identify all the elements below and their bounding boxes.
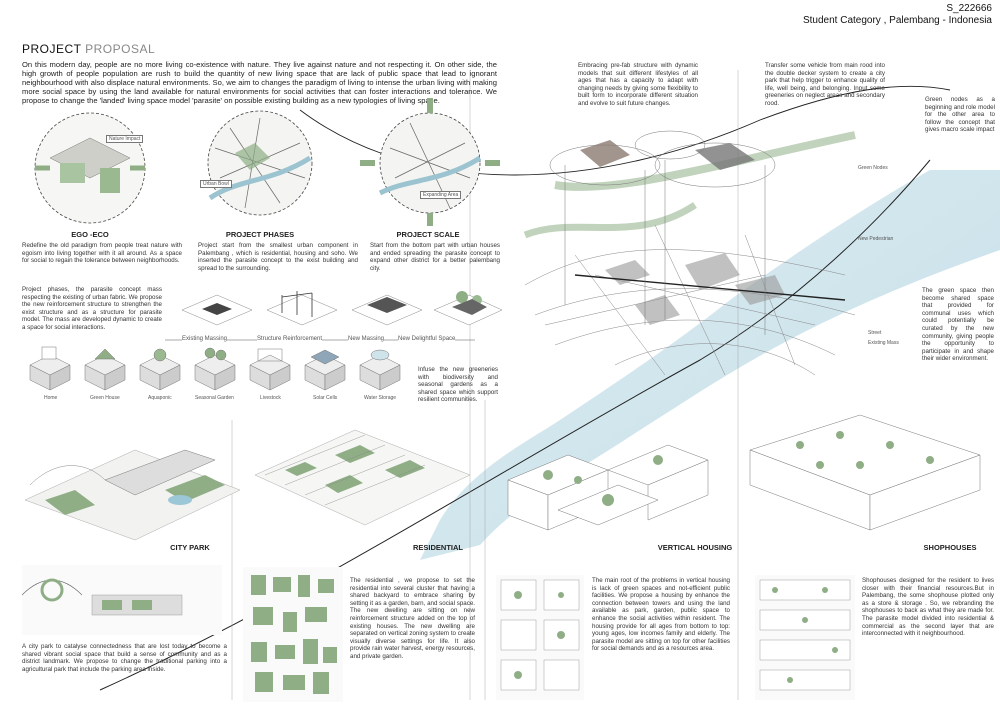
concept-text-phases: Project start from the smallest urban co… [198, 242, 358, 272]
plan-residential [243, 567, 343, 702]
module-aquaponic: Aquaponic [148, 395, 172, 401]
concept-title-scale: PROJECT SCALE [396, 230, 460, 239]
text-vertical-housing: The main root of the problems in vertica… [592, 577, 730, 653]
map-label-new-pedestrian: New Pedestrian [858, 236, 894, 242]
phase-new-mass [351, 294, 423, 326]
header-category: Student Category , Palembang - Indonesia [802, 15, 992, 26]
phase-label-new-massing: New Massing [348, 336, 385, 342]
phase-label-delightful: New Delightful Space [398, 336, 456, 342]
title-light: PROPOSAL [81, 42, 156, 56]
title-bold: PROJECT [22, 42, 82, 56]
concept-title-phases: PROJECT PHASES [225, 230, 295, 239]
iso-city-park [24, 449, 241, 541]
header-id: S_222666 [946, 3, 992, 14]
phase-label-existing: Existing Massing [182, 336, 228, 342]
concept-text-scale: Start from the bottom part with urban ho… [370, 242, 500, 272]
map-label-green-nodes: Green Nodes [858, 165, 888, 171]
title-vertical-housing: VERTICAL HOUSING [657, 543, 733, 552]
green-space-text: The green space then become shared space… [922, 287, 994, 363]
modules-text: Infuse the new greeneries with biodivers… [418, 366, 498, 404]
concept-circles [34, 98, 500, 226]
phases-diagrams [181, 291, 503, 326]
concept-title-ego: EGO -ECO [71, 230, 109, 239]
map-label-existing-mass: Existing Mass [868, 340, 899, 346]
module-home: Home [44, 395, 58, 401]
plan-shophouses [755, 575, 855, 700]
phase-delight [433, 291, 503, 326]
title-city-park: CITY PARK [170, 543, 210, 552]
phase-structure [266, 291, 338, 326]
title-residential: RESIDENTIAL [412, 543, 463, 552]
note-green-nodes: Green nodes as a beginning and role mode… [925, 96, 995, 134]
page-title: PROJECT PROPOSAL [22, 42, 155, 56]
phases-text: Project phases, the parasite concept mas… [22, 286, 162, 331]
concept-text-ego: Redefine the old paradigm from people tr… [22, 242, 182, 265]
urban-map [523, 130, 856, 376]
module-cubes [29, 346, 401, 391]
map-label-street: Street [868, 330, 882, 336]
circle-scale [360, 98, 500, 226]
note-prefab: Embracing pre-fab structure with dynamic… [578, 62, 698, 107]
module-seasonal-garden: Seasonal Garden [195, 395, 234, 401]
plan-city-park [21, 565, 222, 635]
module-water-storage: Water Storage [364, 395, 397, 401]
text-shophouses: Shophouses designed for the resident to … [862, 577, 994, 638]
intro-text: On this modern day, people are no more l… [22, 60, 497, 105]
phase-label-structure: Structure Reinforcement [257, 336, 323, 342]
plan-vertical-housing [496, 575, 584, 700]
tag-expanding-area: Expanding Area [420, 191, 462, 199]
tag-urban-bowl: Urban Bowl [200, 180, 232, 188]
module-livestock: Livestock [260, 395, 281, 401]
tag-nature-impact: Nature Impact [106, 135, 144, 143]
phase-existing [181, 294, 253, 326]
module-green-house: Green House [90, 395, 120, 401]
text-city-park: A city park to catalyse connectedness th… [22, 643, 227, 673]
module-solar-cells: Solar Cells [313, 395, 338, 401]
text-residential: The residential , we propose to set the … [350, 577, 475, 660]
title-shophouses: SHOPHOUSES [923, 543, 977, 552]
iso-residential [254, 429, 471, 526]
iso-vertical-housing [507, 444, 709, 531]
circle-ego-eco [34, 112, 146, 224]
note-transfer: Transfer some vehicle from main rood int… [765, 62, 885, 107]
iso-shophouses [749, 414, 981, 531]
circle-phases [207, 110, 313, 216]
